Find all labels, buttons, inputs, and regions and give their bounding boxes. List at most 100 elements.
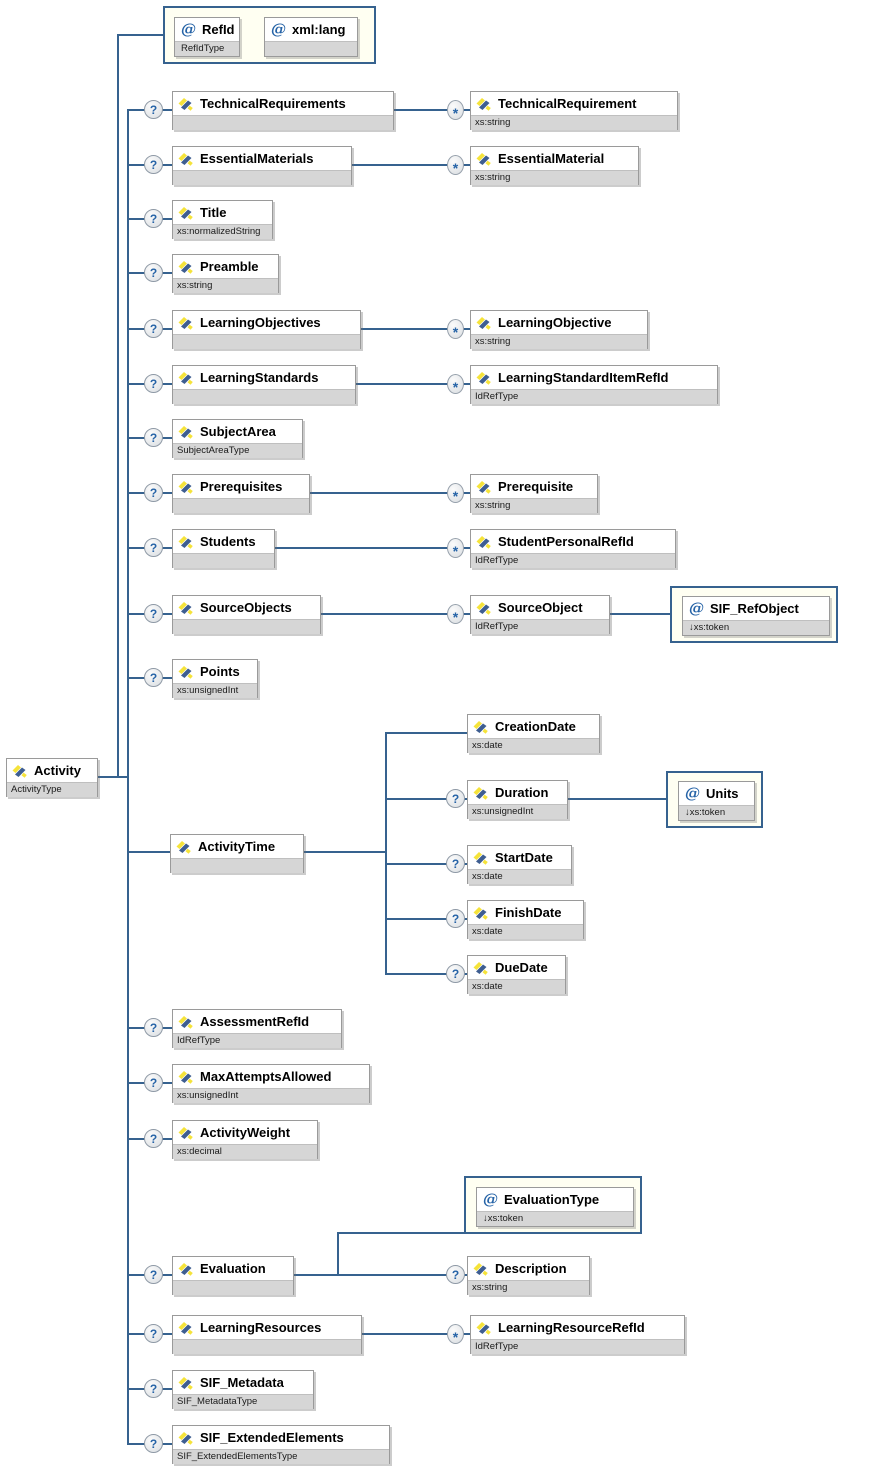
element-icon: [178, 1431, 193, 1445]
element-type: xs:string: [173, 278, 278, 293]
attribute-node-sif-refobject[interactable]: @ SIF_RefObject ↓xs:token: [682, 596, 830, 636]
attribute-node-evaluationtype[interactable]: @ EvaluationType ↓xs:token: [476, 1187, 634, 1227]
element-icon: [178, 1262, 193, 1276]
element-header: Activity: [7, 759, 97, 782]
element-node-sourceobjects[interactable]: SourceObjects: [172, 595, 321, 634]
element-node-learningobjective[interactable]: LearningObjective xs:string: [470, 310, 648, 349]
element-node-points[interactable]: Points xs:unsignedInt: [172, 659, 258, 698]
optional-indicator: ?: [144, 538, 163, 557]
element-node-maxattemptsallowed[interactable]: MaxAttemptsAllowed xs:unsignedInt: [172, 1064, 370, 1103]
optional-indicator: ?: [144, 209, 163, 228]
element-type: IdRefType: [471, 1339, 684, 1354]
element-header: ActivityWeight: [173, 1121, 317, 1144]
attribute-label: SIF_RefObject: [710, 601, 799, 616]
element-label: Prerequisites: [200, 479, 283, 494]
element-label: Description: [495, 1261, 567, 1276]
element-header: EssentialMaterial: [471, 147, 638, 170]
connector-line: [117, 34, 163, 36]
element-header: TechnicalRequirements: [173, 92, 393, 115]
element-label: LearningObjectives: [200, 315, 321, 330]
element-icon: [178, 665, 193, 679]
element-icon: [473, 961, 488, 975]
element-node-prerequisites[interactable]: Prerequisites: [172, 474, 310, 513]
connector-line: [356, 383, 470, 385]
element-node-essentialmaterials[interactable]: EssentialMaterials: [172, 146, 352, 185]
element-node-description[interactable]: Description xs:string: [467, 1256, 590, 1295]
connector-trunk-attributes: [117, 34, 119, 777]
element-node-learningstandards[interactable]: LearningStandards: [172, 365, 356, 404]
element-label: SubjectArea: [200, 424, 276, 439]
attribute-node-xml-lang[interactable]: @ xml:lang: [264, 17, 358, 57]
element-icon: [473, 786, 488, 800]
element-node-activityweight[interactable]: ActivityWeight xs:decimal: [172, 1120, 318, 1159]
element-label: StudentPersonalRefId: [498, 534, 634, 549]
element-icon: [473, 1262, 488, 1276]
element-node-startdate[interactable]: StartDate xs:date: [467, 845, 572, 884]
element-label: MaxAttemptsAllowed: [200, 1069, 332, 1084]
element-node-activity[interactable]: Activity ActivityType: [6, 758, 98, 797]
optional-indicator: ?: [144, 155, 163, 174]
optional-indicator: ?: [144, 428, 163, 447]
connector-line: [386, 918, 467, 920]
element-node-learningresources[interactable]: LearningResources: [172, 1315, 362, 1354]
element-label: EssentialMaterial: [498, 151, 605, 166]
optional-indicator: ?: [144, 1018, 163, 1037]
element-type: xs:date: [468, 869, 571, 884]
element-node-title[interactable]: Title xs:normalizedString: [172, 200, 273, 239]
element-label: FinishDate: [495, 905, 562, 920]
element-icon: [178, 1015, 193, 1029]
element-node-finishdate[interactable]: FinishDate xs:date: [467, 900, 584, 939]
attribute-node-refid[interactable]: @ RefId RefIdType: [174, 17, 240, 57]
element-type: xs:string: [471, 115, 677, 130]
element-node-learningobjectives[interactable]: LearningObjectives: [172, 310, 361, 349]
element-node-sif-metadata[interactable]: SIF_Metadata SIF_MetadataType: [172, 1370, 314, 1409]
element-node-evaluation[interactable]: Evaluation: [172, 1256, 294, 1295]
connector-line: [310, 492, 470, 494]
element-type: xs:string: [471, 334, 647, 349]
element-node-prerequisite[interactable]: Prerequisite xs:string: [470, 474, 598, 513]
optional-indicator: ?: [144, 100, 163, 119]
element-icon: [178, 1321, 193, 1335]
element-icon: [473, 720, 488, 734]
element-node-duedate[interactable]: DueDate xs:date: [467, 955, 566, 994]
element-header: Prerequisite: [471, 475, 597, 498]
element-icon: [178, 601, 193, 615]
element-node-sourceobject[interactable]: SourceObject IdRefType: [470, 595, 610, 634]
optional-indicator: ?: [144, 374, 163, 393]
element-label: Points: [200, 664, 240, 679]
attribute-header: @ EvaluationType: [477, 1188, 633, 1211]
element-node-creationdate[interactable]: CreationDate xs:date: [467, 714, 600, 753]
element-node-activitytime[interactable]: ActivityTime: [170, 834, 304, 873]
element-header: Preamble: [173, 255, 278, 278]
element-node-duration[interactable]: Duration xs:unsignedInt: [467, 780, 568, 819]
element-icon: [176, 840, 191, 854]
attribute-header: @ SIF_RefObject: [683, 597, 829, 620]
connector-line: [610, 613, 670, 615]
element-icon: [476, 152, 491, 166]
optional-indicator: ?: [144, 1073, 163, 1092]
element-type: xs:date: [468, 924, 583, 939]
element-node-students[interactable]: Students: [172, 529, 275, 568]
element-node-sif-extendedelements[interactable]: SIF_ExtendedElements SIF_ExtendedElement…: [172, 1425, 390, 1464]
element-node-essentialmaterial[interactable]: EssentialMaterial xs:string: [470, 146, 639, 185]
element-header: SIF_Metadata: [173, 1371, 313, 1394]
element-label: Title: [200, 205, 227, 220]
element-node-preamble[interactable]: Preamble xs:string: [172, 254, 279, 293]
element-node-assessmentrefid[interactable]: AssessmentRefId IdRefType: [172, 1009, 342, 1048]
attribute-node-units[interactable]: @ Units ↓xs:token: [678, 781, 755, 821]
element-node-technicalrequirements[interactable]: TechnicalRequirements: [172, 91, 394, 130]
optional-indicator: ?: [144, 604, 163, 623]
element-node-learningresourcerefid[interactable]: LearningResourceRefId IdRefType: [470, 1315, 685, 1354]
element-icon: [178, 260, 193, 274]
attribute-type: ↓xs:token: [679, 805, 754, 820]
optional-indicator: ?: [144, 1129, 163, 1148]
element-node-technicalrequirement[interactable]: TechnicalRequirement xs:string: [470, 91, 678, 130]
element-header: LearningObjectives: [173, 311, 360, 334]
element-icon: [476, 535, 491, 549]
element-node-learningstandarditemrefid[interactable]: LearningStandardItemRefId IdRefType: [470, 365, 718, 404]
element-label: LearningStandards: [200, 370, 319, 385]
element-label: CreationDate: [495, 719, 576, 734]
element-node-subjectarea[interactable]: SubjectArea SubjectAreaType: [172, 419, 303, 458]
element-node-studentpersonalrefid[interactable]: StudentPersonalRefId IdRefType: [470, 529, 676, 568]
connector-line: [394, 109, 470, 111]
